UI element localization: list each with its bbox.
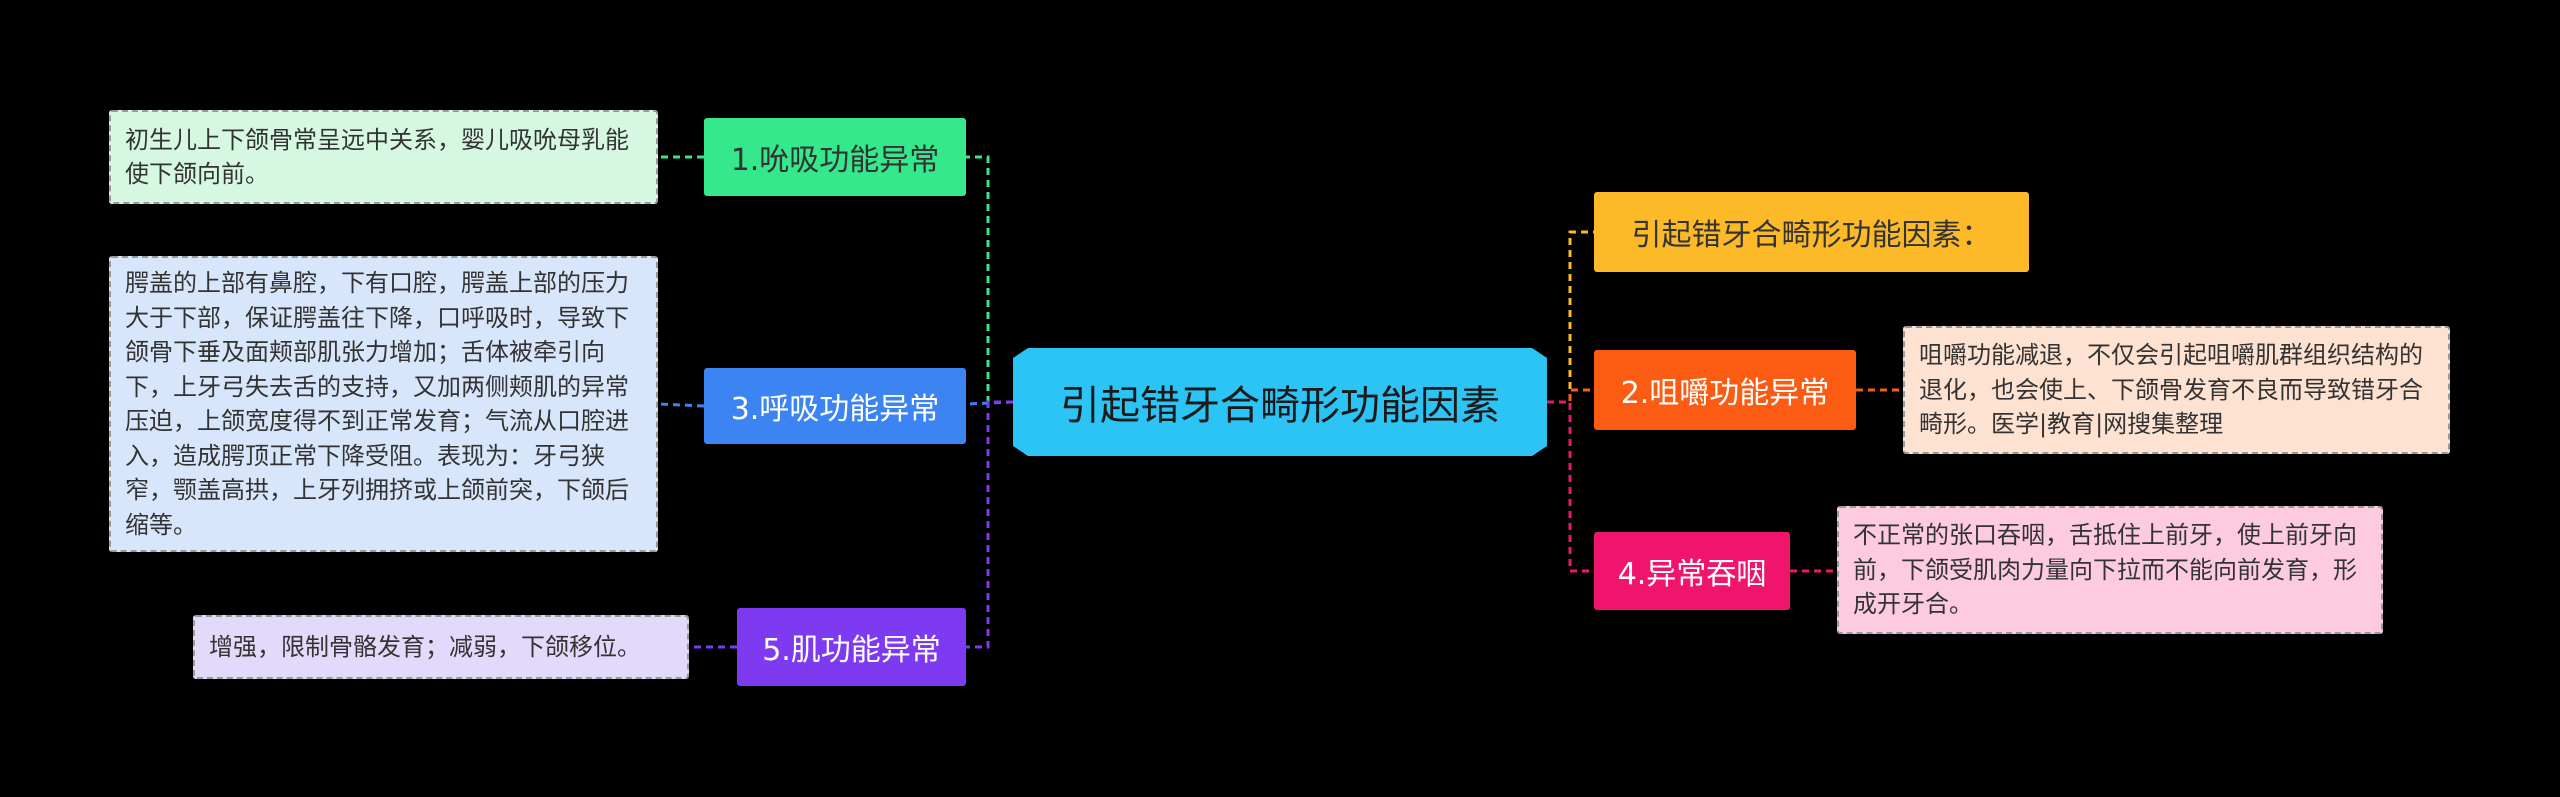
branch-label: 4.异常吞咽 bbox=[1617, 557, 1767, 592]
leaf-text: 增强，限制骨骼发育；减弱，下颌移位。 bbox=[209, 632, 641, 661]
branch-node-suck[interactable]: 1.吮吸功能异常 bbox=[704, 118, 966, 196]
leaf-node-chewing[interactable]: 咀嚼功能减退，不仅会引起咀嚼肌群组织结构的退化，也会使上、下颌骨发育不良而导致错… bbox=[1903, 326, 2450, 454]
branch-label: 5.肌功能异常 bbox=[762, 633, 941, 668]
branch-node-muscle[interactable]: 5.肌功能异常 bbox=[737, 608, 966, 686]
branch-label: 引起错牙合畸形功能因素： bbox=[1631, 218, 1992, 253]
branch-label: 2.咀嚼功能异常 bbox=[1620, 376, 1830, 411]
leaf-text: 腭盖的上部有鼻腔，下有口腔，腭盖上部的压力大于下部，保证腭盖往下降，口呼吸时，导… bbox=[125, 269, 629, 539]
leaf-text: 咀嚼功能减退，不仅会引起咀嚼肌群组织结构的退化，也会使上、下颌骨发育不良而导致错… bbox=[1919, 341, 2423, 439]
leaf-node-breathing[interactable]: 腭盖的上部有鼻腔，下有口腔，腭盖上部的压力大于下部，保证腭盖往下降，口呼吸时，导… bbox=[109, 256, 658, 552]
leaf-text: 初生儿上下颌骨常呈远中关系，婴儿吸吮母乳能使下颌向前。 bbox=[125, 125, 629, 189]
leaf-node-swallowing[interactable]: 不正常的张口吞咽，舌抵住上前牙，使上前牙向前，下颌受肌肉力量向下拉而不能向前发育… bbox=[1837, 506, 2383, 634]
branch-node-chewing[interactable]: 2.咀嚼功能异常 bbox=[1594, 350, 1856, 430]
leaf-node-muscle[interactable]: 增强，限制骨骼发育；减弱，下颌移位。 bbox=[193, 615, 689, 679]
branch-node-breathing[interactable]: 3.呼吸功能异常 bbox=[704, 368, 966, 444]
branch-label: 3.呼吸功能异常 bbox=[730, 392, 940, 427]
central-node-label: 引起错牙合畸形功能因素 bbox=[1060, 383, 1500, 429]
central-node-shape bbox=[1013, 348, 1547, 456]
branch-label: 1.吮吸功能异常 bbox=[730, 143, 940, 178]
leaf-text: 不正常的张口吞咽，舌抵住上前牙，使上前牙向前，下颌受肌肉力量向下拉而不能向前发育… bbox=[1853, 521, 2357, 619]
leaf-node-suck[interactable]: 初生儿上下颌骨常呈远中关系，婴儿吸吮母乳能使下颌向前。 bbox=[109, 110, 658, 204]
branch-node-swallowing[interactable]: 4.异常吞咽 bbox=[1594, 532, 1790, 610]
branch-node-heading[interactable]: 引起错牙合畸形功能因素： bbox=[1594, 192, 2029, 272]
